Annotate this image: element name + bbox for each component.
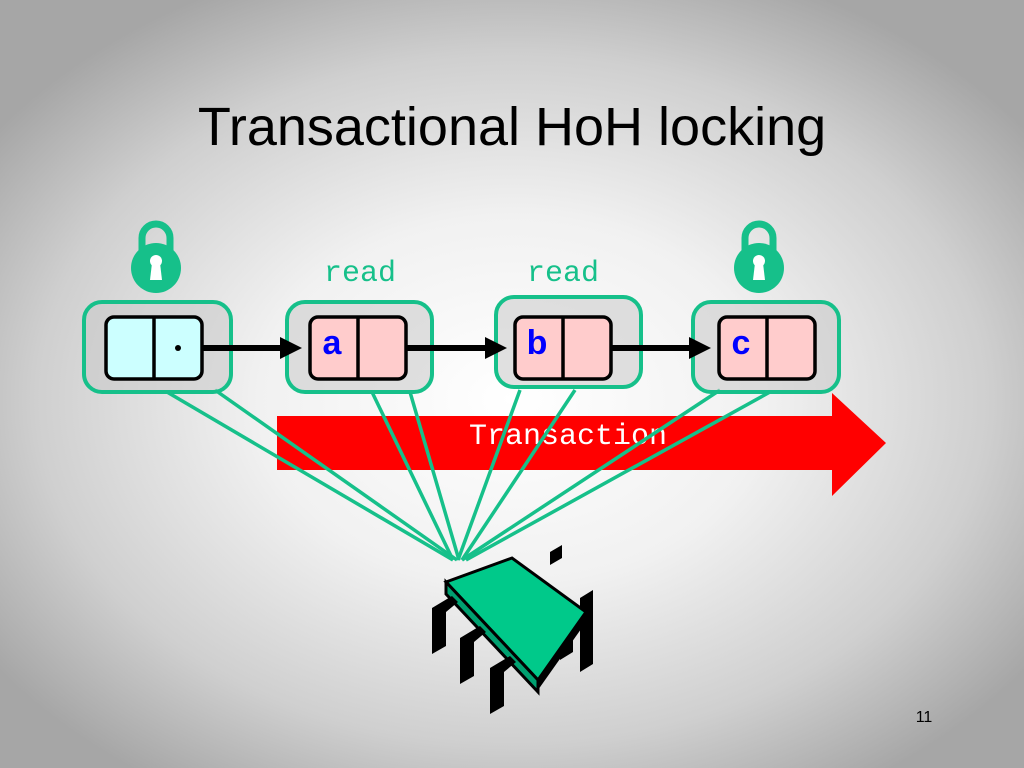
- list-node-sentinel: [104, 315, 204, 381]
- read-label-a: read: [324, 257, 396, 291]
- transaction-arrow: [277, 393, 886, 496]
- read-label-b: read: [527, 257, 599, 291]
- list-node-b: b: [513, 315, 613, 381]
- slide-title: Transactional HoH locking: [197, 97, 827, 157]
- processor-chip-icon: [432, 545, 593, 714]
- node-value-c: c: [732, 324, 751, 362]
- list-node-a: a: [308, 315, 408, 381]
- lock-connector-lines: [166, 388, 771, 562]
- list-node-c: c: [717, 315, 817, 381]
- page-number: 11: [915, 709, 933, 726]
- padlock-icon: [131, 220, 181, 293]
- node-value-a: a: [323, 324, 343, 362]
- padlock-icon: [734, 220, 784, 293]
- node-value-b: b: [527, 324, 548, 362]
